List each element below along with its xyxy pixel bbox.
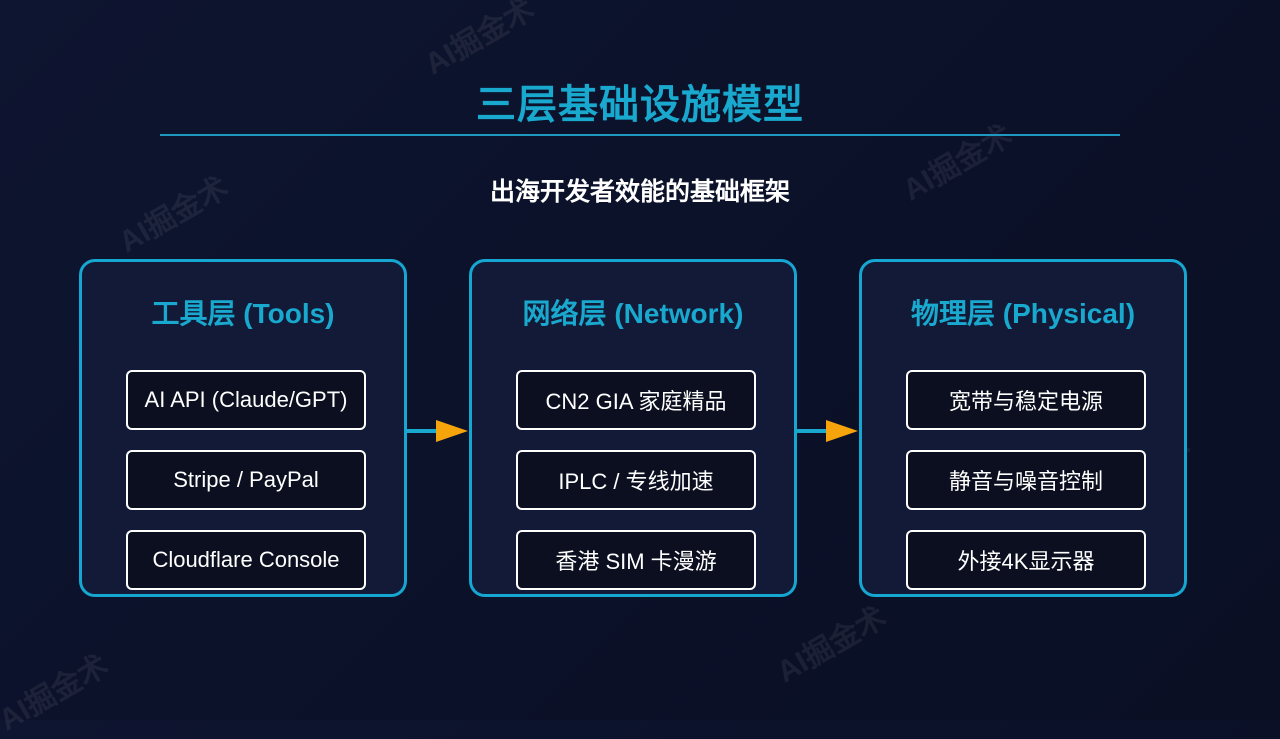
watermark: AI掘金术 [419,0,540,82]
layer-box-physical: 物理层 (Physical) 宽带与稳定电源 静音与噪音控制 外接4K显示器 [859,259,1187,597]
arrow-right-icon [796,420,858,442]
layer-title: 工具层 (Tools) [151,298,335,329]
watermark: AI掘金术 [771,600,892,690]
layer-box-network: 网络层 (Network) CN2 GIA 家庭精品 IPLC / 专线加速 香… [469,259,797,597]
page-subtitle: 出海开发者效能的基础框架 [489,178,790,206]
watermark: AI掘金术 [0,648,114,738]
layer-box-tools: 工具层 (Tools) AI API (Claude/GPT) Stripe /… [79,259,407,597]
layer-item: Cloudflare Console [126,530,366,590]
layer-item: AI API (Claude/GPT) [126,370,366,430]
layer-item: 宽带与稳定电源 [906,370,1146,430]
layer-item: CN2 GIA 家庭精品 [516,370,756,430]
layer-title: 网络层 (Network) [522,298,744,329]
layer-item: IPLC / 专线加速 [516,450,756,510]
title-divider [160,134,1120,136]
layer-item: Stripe / PayPal [126,450,366,510]
layer-title: 物理层 (Physical) [910,298,1136,329]
layer-item: 外接4K显示器 [906,530,1146,590]
layer-item: 香港 SIM 卡漫游 [516,530,756,590]
layer-item: 静音与噪音控制 [906,450,1146,510]
page-title: 三层基础设施模型 [476,83,804,127]
arrow-right-icon [406,420,468,442]
